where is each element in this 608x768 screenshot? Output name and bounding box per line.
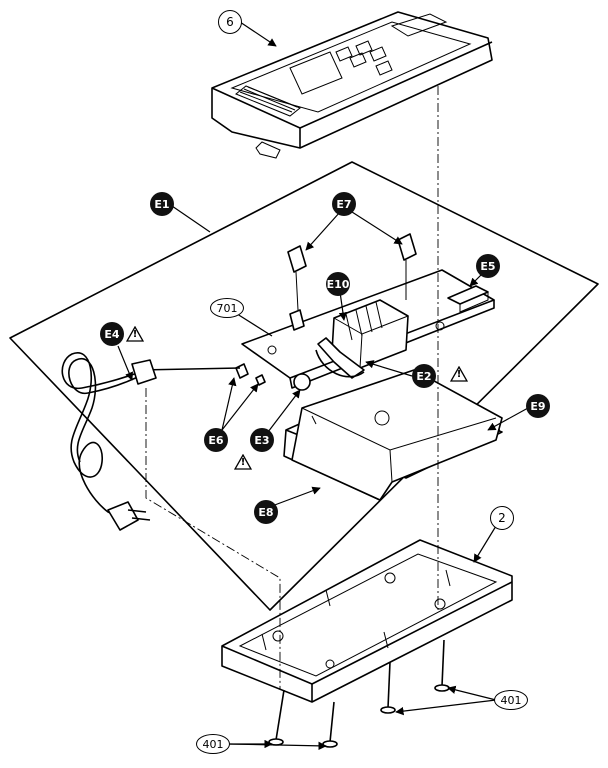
bottom-case-part xyxy=(221,539,513,703)
screw-set-part xyxy=(268,639,450,748)
warning-triangle-icon: ! xyxy=(449,365,469,382)
callout-e3: E3 xyxy=(250,428,274,452)
chassis-plate-part xyxy=(291,369,503,501)
callout-e10: E10 xyxy=(326,272,350,296)
callout-e4: E4 xyxy=(100,322,124,346)
callout-e6: E6 xyxy=(204,428,228,452)
top-cover-part xyxy=(211,11,493,159)
power-board-part xyxy=(235,233,495,391)
callout-part-401-left: 401 xyxy=(196,734,230,754)
callout-part-401-right: 401 xyxy=(494,690,528,710)
callout-e8: E8 xyxy=(254,500,278,524)
callout-e7: E7 xyxy=(332,192,356,216)
assembly-e1-boundary xyxy=(9,161,599,611)
alignment-lines xyxy=(145,86,439,690)
leader-lines xyxy=(117,21,529,751)
warning-triangle-icon: ! xyxy=(233,453,253,470)
callout-e9: E9 xyxy=(526,394,550,418)
callout-part-2: 2 xyxy=(490,506,514,530)
callout-part-6: 6 xyxy=(218,10,242,34)
callout-e5: E5 xyxy=(476,254,500,278)
callout-e2: E2 xyxy=(412,364,436,388)
power-cord-part xyxy=(61,352,241,531)
callout-part-701: 701 xyxy=(210,298,244,318)
warning-triangle-icon: ! xyxy=(125,325,145,342)
callout-e1: E1 xyxy=(150,192,174,216)
